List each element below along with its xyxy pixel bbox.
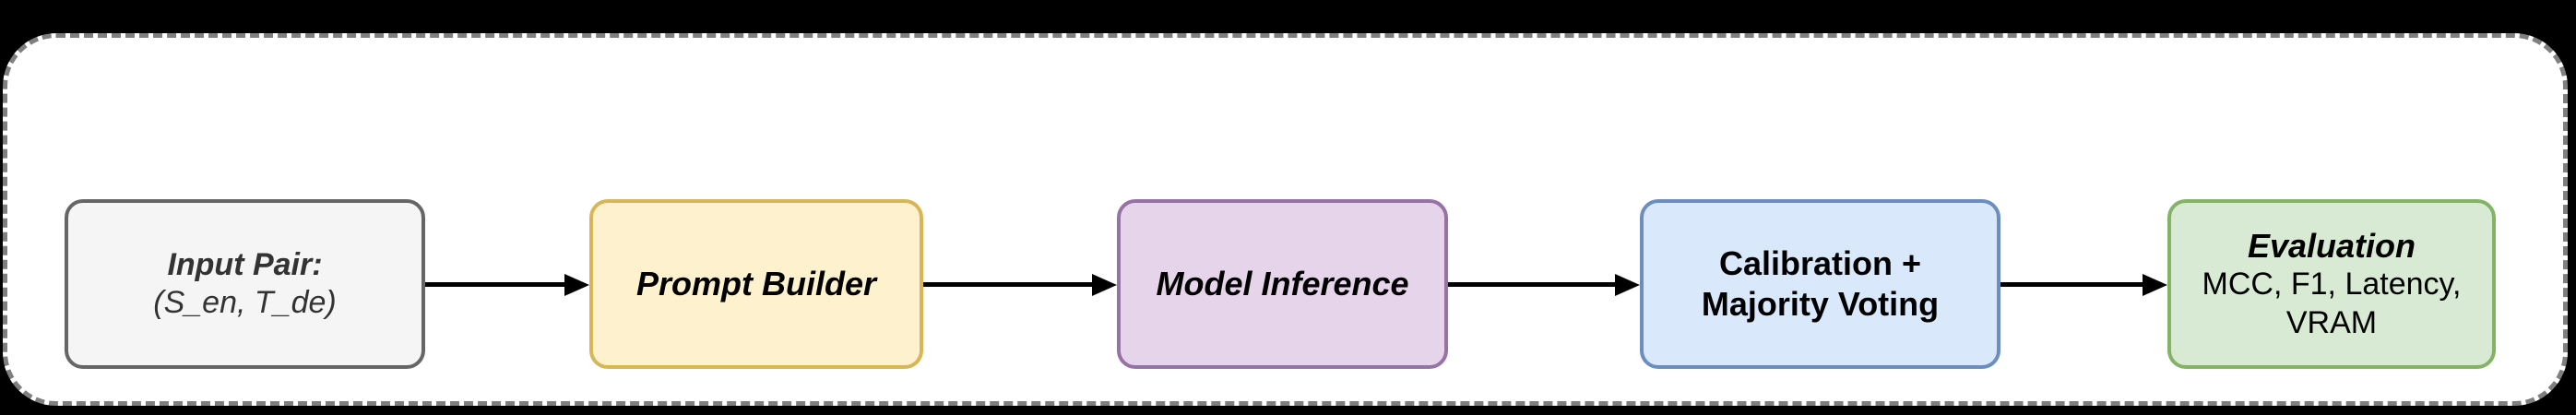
arrow-head-icon bbox=[1615, 274, 1640, 296]
arrow-prompt-builder-to-model-inference bbox=[923, 274, 1117, 296]
node-evaluation-line-0: Evaluation bbox=[2247, 226, 2416, 265]
arrow-shaft-icon bbox=[923, 282, 1092, 287]
node-input-pair-line-1: (S_en, T_de) bbox=[153, 285, 337, 320]
arrow-calibration-to-evaluation bbox=[2000, 274, 2167, 296]
node-calibration-majority-voting[interactable]: Calibration + Majority Voting bbox=[1640, 199, 2000, 369]
node-prompt-builder-line-0: Prompt Builder bbox=[635, 265, 876, 303]
arrow-head-icon bbox=[2143, 274, 2167, 296]
arrow-shaft-icon bbox=[425, 282, 564, 287]
arrow-head-icon bbox=[1092, 274, 1117, 296]
node-model-inference-line-0: Model Inference bbox=[1156, 265, 1409, 303]
node-model-inference[interactable]: Model Inference bbox=[1117, 199, 1448, 369]
node-evaluation-line-1: MCC, F1, Latency, bbox=[2202, 267, 2462, 302]
node-input-pair[interactable]: Input Pair: (S_en, T_de) bbox=[65, 199, 425, 369]
pipeline-container: Input Pair: (S_en, T_de) Prompt Builder … bbox=[3, 33, 2568, 406]
arrow-model-inference-to-calibration bbox=[1448, 274, 1640, 296]
node-prompt-builder[interactable]: Prompt Builder bbox=[589, 199, 923, 369]
node-input-pair-line-0: Input Pair: bbox=[167, 246, 323, 282]
arrow-shaft-icon bbox=[1448, 282, 1615, 287]
arrow-input-pair-to-prompt-builder bbox=[425, 274, 589, 296]
node-evaluation-line-2: VRAM bbox=[2285, 304, 2378, 340]
node-evaluation[interactable]: Evaluation MCC, F1, Latency, VRAM bbox=[2167, 199, 2496, 369]
node-calibration-line-1: Majority Voting bbox=[1701, 285, 1940, 323]
arrow-shaft-icon bbox=[2000, 282, 2143, 287]
arrow-head-icon bbox=[564, 274, 589, 296]
node-calibration-line-0: Calibration + bbox=[1718, 244, 1922, 283]
